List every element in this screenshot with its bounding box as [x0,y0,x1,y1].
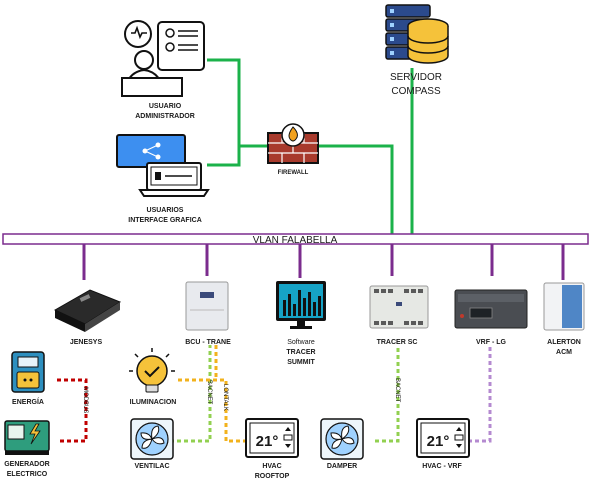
modbus-label: MODBUS [82,387,88,413]
damper-icon [320,418,364,460]
link-firewall-vlan [318,144,394,234]
alerton-acm-icon [543,282,585,331]
bcu-label: BCU - TRANE [185,339,231,346]
server-label-2: COMPASS [391,86,441,97]
modbus-links [57,378,88,443]
vrf-lg-controller-icon [454,289,528,329]
jenesys-label: JENESYS [70,339,103,346]
vlan-label: VLAN FALABELLA [253,235,338,246]
ethernet-links [207,58,414,234]
damper-label: DAMPER [327,463,357,470]
bacnet-sc-link [375,345,400,443]
ventilac-label: VENTILAC [135,463,170,470]
server-icon [385,4,449,64]
iluminacion-label: ILUMINACION [130,399,177,406]
energy-meter-icon [11,351,45,393]
bacnet-sc-label: BACNET [394,378,400,403]
alerton-label-1: ALERTON [547,339,581,346]
admin-user-icon [121,20,205,97]
summit-label-3: SUMMIT [287,359,315,366]
firewall-icon [267,123,319,164]
bacnet-bcu-link [170,345,212,443]
hvac-vrf-label: HVAC - VRF [422,463,462,470]
rooftop-label-1: HVAC [262,463,281,470]
vlan-bar [2,233,589,245]
link-admin-firewall [207,58,268,148]
admin-label-1: USUARIO [149,103,182,110]
generator-icon [4,420,50,455]
gui-label-2: INTERFACE GRAFICA [128,217,202,224]
thermostat-rooftop-icon: 21° [245,418,299,458]
tracer-sc-controller-icon [369,285,429,329]
rooftop-label-2: ROOFTOP [255,473,290,480]
vrf-reading: 21° [427,433,450,450]
admin-label-2: ADMINISTRADOR [135,113,195,120]
server-label-1: SERVIDOR [390,72,442,83]
gui-label-1: USUARIOS [147,207,184,214]
tracer-sc-label: TRACER SC [377,339,418,346]
summit-label-2: TRACER [286,349,315,356]
energia-label: ENERGÍA [12,397,44,406]
link-gui-firewall [207,146,241,167]
jenesys-controller-icon [53,289,122,332]
rooftop-reading: 21° [256,433,279,450]
firewall-label: FIREWALL [278,170,309,176]
tracer-summit-monitor-icon [276,281,326,329]
generador-label-1: GENERADOR [4,461,50,468]
gui-users-icon [116,134,210,197]
vrf-lg-label: VRF - LG [476,339,506,346]
bacnet-bcu-label: BACNET [206,380,212,405]
summit-label-1: Software [287,339,315,346]
thermostat-vrf-icon: 21° [416,418,470,458]
vlan-drops [82,244,565,280]
lontalk-link [178,378,246,443]
lg-link [468,345,492,443]
alerton-label-2: ACM [556,349,572,356]
bcu-trane-icon [185,281,229,331]
fan-icon [130,418,174,460]
lontalk-label: LONTALK [222,384,228,411]
generador-label-2: ELECTRICO [7,471,48,478]
light-bulb-icon [129,348,175,393]
